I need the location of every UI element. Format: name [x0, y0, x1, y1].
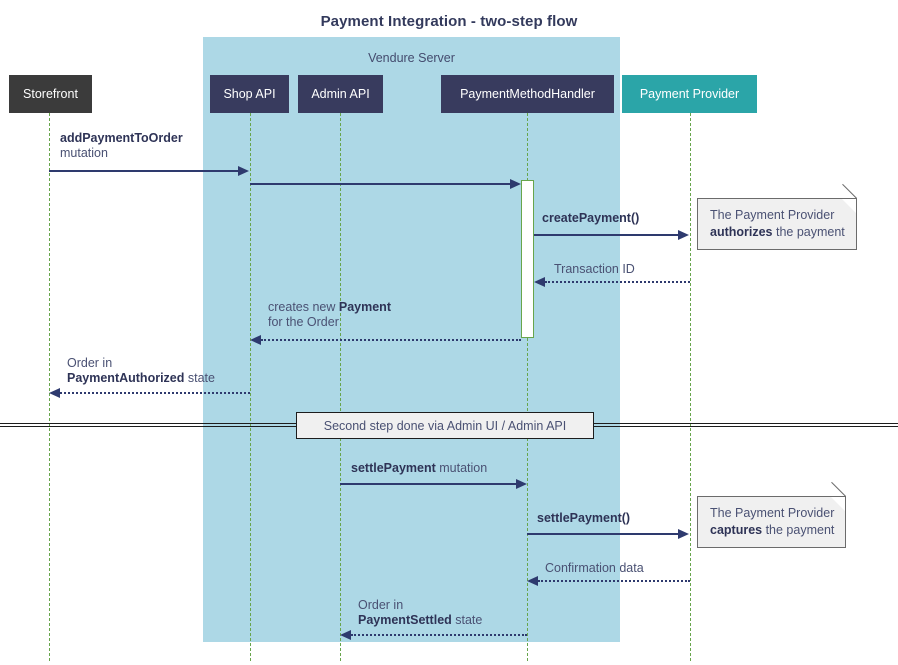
message-arrow-order-payment-authorized [60, 392, 250, 394]
note-bold: captures [710, 523, 763, 537]
participant-label: Shop API [223, 87, 276, 101]
lifeline-admin-api [340, 113, 341, 661]
message-arrow-order-payment-settled [351, 634, 527, 636]
message-arrow-creates-new-payment [261, 339, 521, 341]
participant-label: Storefront [23, 87, 78, 101]
label-line-1: createPayment() [542, 211, 640, 225]
note-bold: authorizes [710, 225, 773, 239]
arrow-head-right-icon [678, 529, 689, 539]
label-line-1: addPaymentToOrder [60, 131, 183, 145]
arrow-head-right-icon [238, 166, 249, 176]
note-fold-line-icon [831, 481, 847, 497]
participant-label: Payment Provider [639, 87, 740, 101]
message-label-confirmation-data: Confirmation data [545, 561, 644, 576]
lifeline-payment-method-handler [527, 113, 528, 661]
lifeline-storefront [49, 113, 50, 661]
label-line-1: Confirmation data [545, 561, 644, 575]
participant-label: Admin API [311, 87, 370, 101]
note-fold-line-icon [841, 183, 857, 199]
participant-storefront[interactable]: Storefront [9, 75, 92, 113]
message-label-creates-new-payment: creates new Payment for the Order [268, 300, 391, 329]
arrow-head-left-icon [250, 335, 261, 345]
label-bold: Payment [338, 300, 391, 314]
message-arrow-confirmation-data [538, 580, 690, 582]
label-line-1: Transaction ID [554, 262, 635, 276]
participant-shop-api[interactable]: Shop API [210, 75, 289, 113]
label-line-1: Order in [358, 598, 404, 612]
arrow-head-right-icon [516, 479, 527, 489]
label-line-1: settlePayment() [537, 511, 631, 525]
message-arrow-settle-payment-call [527, 533, 678, 535]
divider-label: Second step done via Admin UI / Admin AP… [296, 412, 594, 439]
lifeline-payment-provider [690, 113, 691, 661]
participant-payment-method-handler[interactable]: PaymentMethodHandler [441, 75, 614, 113]
message-label-order-payment-authorized: Order in PaymentAuthorized state [67, 356, 215, 385]
message-label-transaction-id: Transaction ID [554, 262, 635, 277]
arrow-head-left-icon [527, 576, 538, 586]
message-arrow-create-payment [534, 234, 678, 236]
message-arrow-transaction-id [545, 281, 690, 283]
participant-payment-provider[interactable]: Payment Provider [622, 75, 757, 113]
message-arrow-add-payment-to-order [49, 170, 238, 172]
group-label: Vendure Server [368, 51, 455, 65]
arrow-head-left-icon [534, 277, 545, 287]
arrow-head-left-icon [49, 388, 60, 398]
label-line-2: for the Order [268, 315, 339, 329]
note-suffix: the payment [762, 523, 835, 537]
message-label-add-payment-to-order: addPaymentToOrder mutation [60, 131, 183, 161]
note-fold-corner-icon [841, 199, 856, 213]
page-title: Payment Integration - two-step flow [320, 13, 578, 30]
message-label-create-payment: createPayment() [542, 211, 639, 226]
activation-bar-payment-method-handler [521, 180, 534, 338]
label-line-1: Order in [67, 356, 113, 370]
note-line-2: authorizes the payment [710, 224, 845, 241]
note-authorizes: The Payment Provider authorizes the paym… [697, 183, 857, 250]
lifeline-shop-api [250, 113, 251, 661]
label-bold: PaymentAuthorized [67, 371, 185, 385]
label-plain: mutation [439, 461, 488, 475]
participant-label: PaymentMethodHandler [460, 87, 595, 101]
note-fold-corner-icon [831, 497, 846, 511]
arrow-head-right-icon [510, 179, 521, 189]
arrow-head-right-icon [678, 230, 689, 240]
label-bold: settlePayment [351, 461, 436, 475]
label-line-2: mutation [60, 146, 108, 160]
note-line-1: The Payment Provider [710, 506, 835, 520]
note-captures: The Payment Provider captures the paymen… [697, 481, 847, 548]
note-line-2: captures the payment [710, 522, 834, 539]
message-label-settle-payment-mutation: settlePayment mutation [351, 461, 487, 476]
note-suffix: the payment [772, 225, 845, 239]
participant-admin-api[interactable]: Admin API [298, 75, 383, 113]
arrow-head-left-icon [340, 630, 351, 640]
message-arrow-shop-api-to-handler [250, 183, 511, 185]
message-label-order-payment-settled: Order in PaymentSettled state [358, 598, 483, 627]
message-arrow-settle-payment-mutation [340, 483, 516, 485]
divider-label-text: Second step done via Admin UI / Admin AP… [323, 418, 567, 433]
label-bold: PaymentSettled [358, 613, 452, 627]
note-line-1: The Payment Provider [710, 208, 835, 222]
message-label-settle-payment-call: settlePayment() [537, 511, 630, 526]
